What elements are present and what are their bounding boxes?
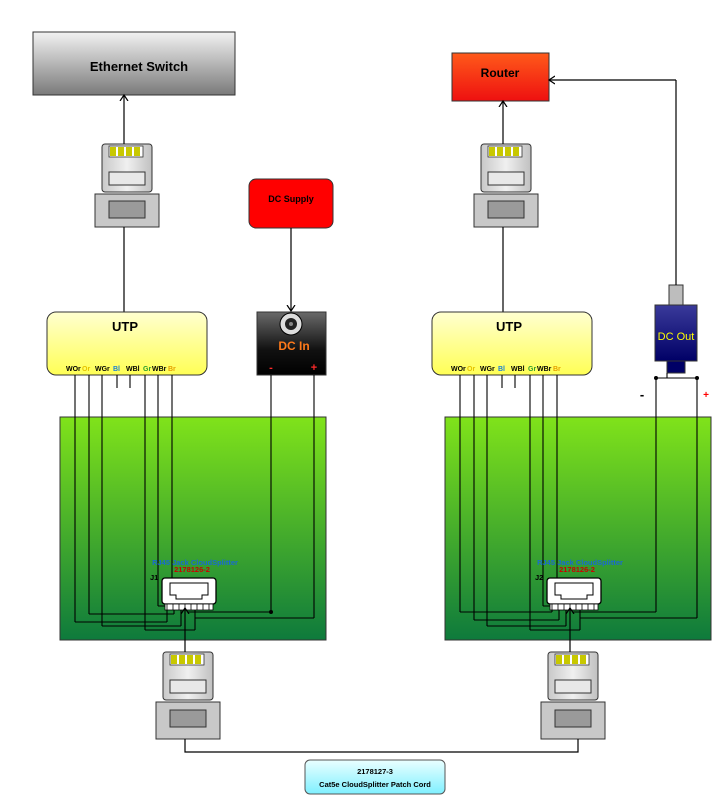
- dc-in-plus: +: [311, 362, 317, 374]
- wire-right-dc-plus-dot: [695, 376, 699, 380]
- wire-left-dc-minus-dot: [269, 610, 273, 614]
- utp-pin-left-7: Br: [168, 366, 176, 373]
- patch-cord-part: 2178127-3: [357, 767, 393, 776]
- utp-pin-left-2: WGr: [95, 366, 110, 373]
- utp-pin-right-4: WBl: [511, 366, 525, 373]
- rj45-plug-switch: [94, 143, 160, 228]
- dc-supply-label: DC Supply: [268, 194, 314, 204]
- rj45-jack-j2: [546, 577, 602, 611]
- ethernet-switch: Ethernet Switch: [32, 31, 236, 96]
- dc-in-label: DC In: [278, 339, 309, 353]
- dc-in-jack: DC In - +: [256, 311, 327, 376]
- rj45-plug-bottom-left: [155, 651, 221, 740]
- dc-out-plus: +: [703, 390, 709, 401]
- utp-pin-right-7: Br: [553, 366, 561, 373]
- jack-name-left: RJ45 Jack CloudSplitter: [152, 558, 238, 567]
- patch-cord-cable: [184, 739, 579, 753]
- utp-pin-right-0: WOr: [451, 366, 466, 373]
- dc-out-plug: DC Out: [654, 284, 698, 374]
- ethernet-switch-label: Ethernet Switch: [90, 59, 188, 74]
- jack-part-right: 2178126-2: [559, 565, 595, 574]
- dc-out-minus: -: [640, 387, 644, 402]
- utp-label-right: UTP: [496, 319, 522, 334]
- router: Router: [451, 52, 550, 102]
- patch-cord-name: Cat5e CloudSplitter Patch Cord: [319, 780, 431, 789]
- patch-cord-label-box: 2178127-3 Cat5e CloudSplitter Patch Cord: [304, 759, 446, 795]
- utp-pin-left-1: Or: [82, 366, 90, 373]
- utp-pin-right-1: Or: [467, 366, 475, 373]
- dc-out-label: DC Out: [658, 331, 695, 343]
- utp-pin-right-2: WGr: [480, 366, 495, 373]
- rj45-plug-router: [473, 143, 539, 228]
- utp-pin-left-5: Gr: [143, 366, 151, 373]
- router-label: Router: [481, 66, 520, 80]
- jack-ref-j2: J2: [535, 573, 543, 582]
- utp-pin-left-0: WOr: [66, 366, 81, 373]
- utp-pin-left-4: WBl: [126, 366, 140, 373]
- dc-supply: DC Supply: [248, 178, 334, 229]
- utp-pin-right-6: WBr: [537, 366, 552, 373]
- wire-right-dc-minus-dot: [654, 376, 658, 380]
- utp-pin-left-3: Bl: [113, 366, 120, 373]
- dc-in-minus: -: [269, 362, 273, 374]
- jack-part-left: 2178126-2: [174, 565, 210, 574]
- rj45-plug-bottom-right: [540, 651, 606, 740]
- utp-pin-left-6: WBr: [152, 366, 167, 373]
- jack-ref-j1: J1: [150, 573, 158, 582]
- jack-name-right: RJ45 Jack CloudSplitter: [537, 558, 623, 567]
- rj45-jack-j1: [161, 577, 217, 611]
- utp-pin-right-5: Gr: [528, 366, 536, 373]
- utp-label-left: UTP: [112, 319, 138, 334]
- utp-pin-right-3: Bl: [498, 366, 505, 373]
